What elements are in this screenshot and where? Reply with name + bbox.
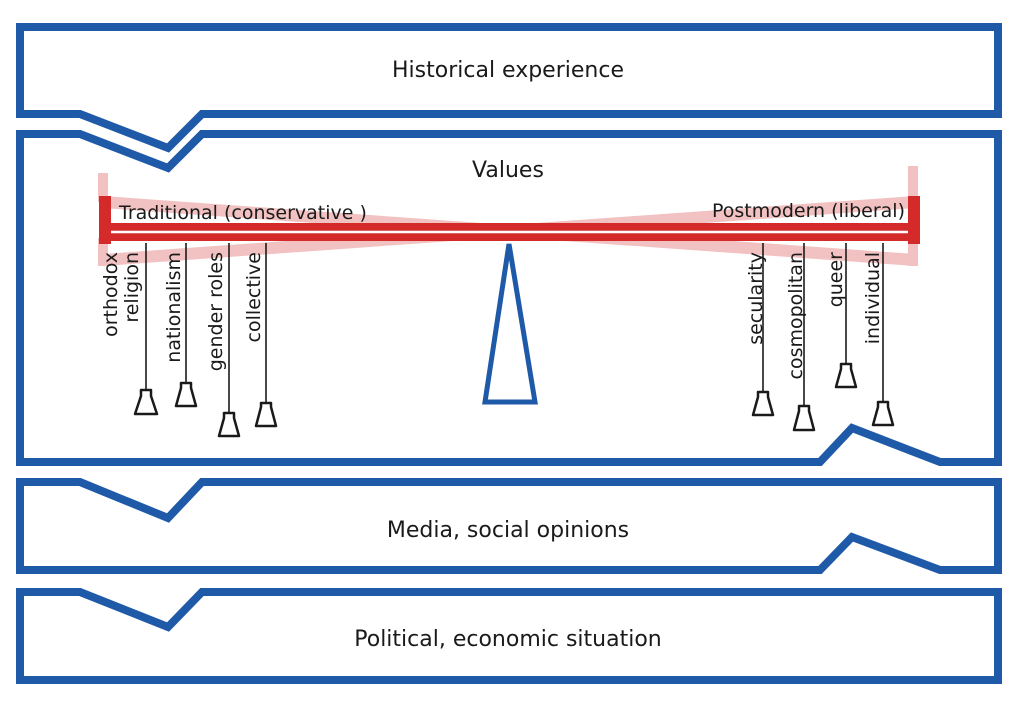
- weight-bob-icon: [751, 390, 775, 417]
- weight-individual: individual: [862, 243, 895, 427]
- political-layer: Political, economic situation: [16, 588, 1002, 684]
- weight-label-orthodox-line2: religion: [121, 252, 143, 323]
- balance-scale: Traditional (conservative ) Postmodern (…: [98, 166, 920, 405]
- weight-label-gender-roles: gender roles: [205, 252, 227, 371]
- values-label: Values: [472, 158, 544, 183]
- weight-bob-icon: [792, 404, 816, 432]
- weight-bob-icon: [834, 362, 858, 389]
- weight-collective: collective: [243, 243, 278, 428]
- weight-queer: queer: [825, 243, 858, 389]
- weight-bob-icon: [133, 388, 159, 416]
- media-label: Media, social opinions: [387, 518, 629, 543]
- weight-secularity: secularity: [745, 243, 775, 417]
- weight-label-secularity: secularity: [745, 252, 767, 345]
- media-layer: Media, social opinions: [16, 478, 1002, 574]
- political-label: Political, economic situation: [354, 627, 661, 652]
- weight-label-nationalism: nationalism: [163, 252, 185, 363]
- traditional-weights: orthodox religion nationalism gender rol…: [100, 243, 278, 438]
- traditional-label: Traditional (conservative ): [118, 202, 367, 224]
- historical-label: Historical experience: [392, 58, 624, 83]
- weight-gender-roles: gender roles: [205, 243, 241, 438]
- historical-frame: [16, 23, 1002, 153]
- weight-label-individual: individual: [862, 252, 884, 344]
- weight-nationalism: nationalism: [163, 243, 198, 408]
- weight-orthodox-religion: orthodox religion: [100, 243, 159, 416]
- fulcrum-icon: [482, 243, 538, 405]
- beam-right-end: [908, 196, 920, 244]
- postmodern-weights: secularity cosmopolitan queer individual: [745, 243, 895, 432]
- beam-left-end: [99, 196, 111, 244]
- weight-label-collective: collective: [243, 252, 265, 342]
- weight-bob-icon: [254, 401, 278, 428]
- historical-layer: Historical experience: [16, 23, 1002, 153]
- weight-cosmopolitan: cosmopolitan: [785, 243, 816, 432]
- weight-bob-icon: [174, 381, 198, 408]
- political-frame: [16, 588, 1002, 684]
- weight-label-cosmopolitan: cosmopolitan: [785, 252, 807, 379]
- weight-bob-icon: [871, 400, 895, 427]
- media-frame: [16, 478, 1002, 574]
- postmodern-label: Postmodern (liberal): [712, 200, 905, 222]
- weight-bob-icon: [217, 411, 241, 438]
- weight-label-queer: queer: [825, 252, 847, 307]
- weight-label-orthodox-line1: orthodox: [100, 252, 122, 337]
